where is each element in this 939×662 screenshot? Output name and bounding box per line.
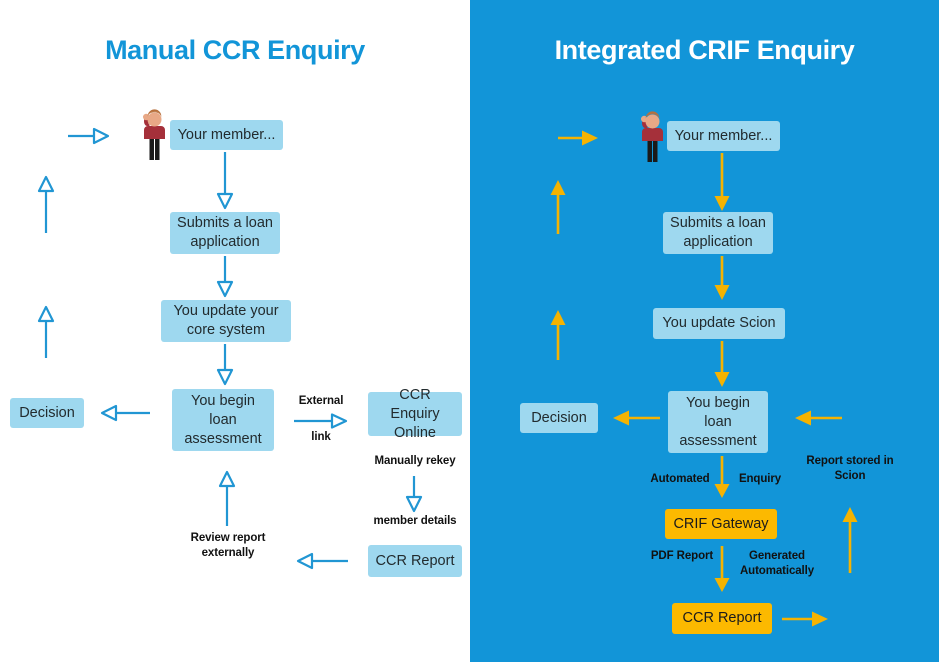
label-review-report-externally: Review report externally (190, 532, 266, 559)
box-begin-loan-assessment-left[interactable]: You begin loan assessment (172, 389, 274, 451)
page-title-left: Manual CCR Enquiry (105, 35, 365, 65)
panel-manual-ccr: Manual CCR Enquiry Your member... Submit… (10, 35, 462, 577)
box-decision-right[interactable]: Decision (520, 403, 598, 433)
box-ccr-enquiry-online-left[interactable]: CCR Enquiry Online (368, 387, 462, 441)
box-decision-left[interactable]: Decision (10, 398, 84, 428)
person-waving-icon (641, 111, 663, 162)
box-submits-loan-right[interactable]: Submits a loan application (663, 212, 773, 254)
arrow-submits-to-update-right (714, 256, 730, 300)
arrow-external-link-left (294, 413, 348, 429)
label-enquiry: Enquiry (738, 473, 782, 485)
person-waving-icon (143, 109, 165, 160)
arrow-assessment-to-decision-left (100, 404, 150, 422)
arrow-entry-left (68, 127, 110, 145)
box-ccr-report-right[interactable]: CCR Report (672, 603, 772, 634)
label-member-details: member details (373, 515, 457, 527)
arrow-return-lower-right (550, 310, 566, 360)
arrow-ccr-report-to-review-left (296, 552, 348, 570)
arrow-review-report-up-left (218, 470, 236, 526)
arrow-ccr-report-out-right (782, 611, 828, 627)
box-your-member-right[interactable]: Your member... (667, 121, 780, 151)
panel-integrated-crif: Integrated CRIF Enquiry Your member... S… (470, 0, 939, 662)
box-update-scion-right[interactable]: You update Scion (653, 308, 785, 339)
label-generated-automatically: Generated Automatically (739, 550, 815, 577)
box-crif-gateway[interactable]: CRIF Gateway (665, 509, 777, 539)
box-your-member-left[interactable]: Your member... (170, 120, 283, 150)
arrow-update-to-assessment-right (714, 341, 730, 387)
arrow-assessment-to-decision-right (613, 410, 660, 426)
label-external-bottom: link (311, 431, 331, 443)
label-report-stored-in-scion: Report stored in Scion (806, 455, 894, 482)
arrow-gateway-to-report-right (714, 546, 730, 592)
page-title-right: Integrated CRIF Enquiry (554, 35, 855, 65)
label-automated: Automated (650, 473, 710, 485)
arrow-update-to-assessment-left (216, 344, 234, 386)
box-update-core-system-left[interactable]: You update your core system (161, 300, 291, 342)
arrow-report-into-assessment-right (795, 410, 842, 426)
arrow-report-stored-up-right (842, 507, 858, 573)
arrow-entry-right (558, 130, 598, 146)
arrow-member-to-submits-left (216, 152, 234, 210)
label-manually-rekey: Manually rekey (374, 455, 456, 467)
arrow-return-upper-left (37, 175, 55, 233)
box-submits-loan-left[interactable]: Submits a loan application (170, 212, 280, 254)
arrow-manually-rekey-down-left (405, 476, 423, 513)
label-external-top: External (298, 395, 344, 407)
arrow-submits-to-update-left (216, 256, 234, 298)
label-pdf-report: PDF Report (650, 550, 714, 562)
box-ccr-report-left[interactable]: CCR Report (368, 545, 462, 577)
arrow-return-lower-left (37, 305, 55, 358)
box-begin-loan-assessment-right[interactable]: You begin loan assessment (668, 391, 768, 453)
arrow-assessment-to-gateway-right (714, 456, 730, 498)
arrow-member-to-submits-right (714, 153, 730, 211)
arrow-return-upper-right (550, 180, 566, 234)
